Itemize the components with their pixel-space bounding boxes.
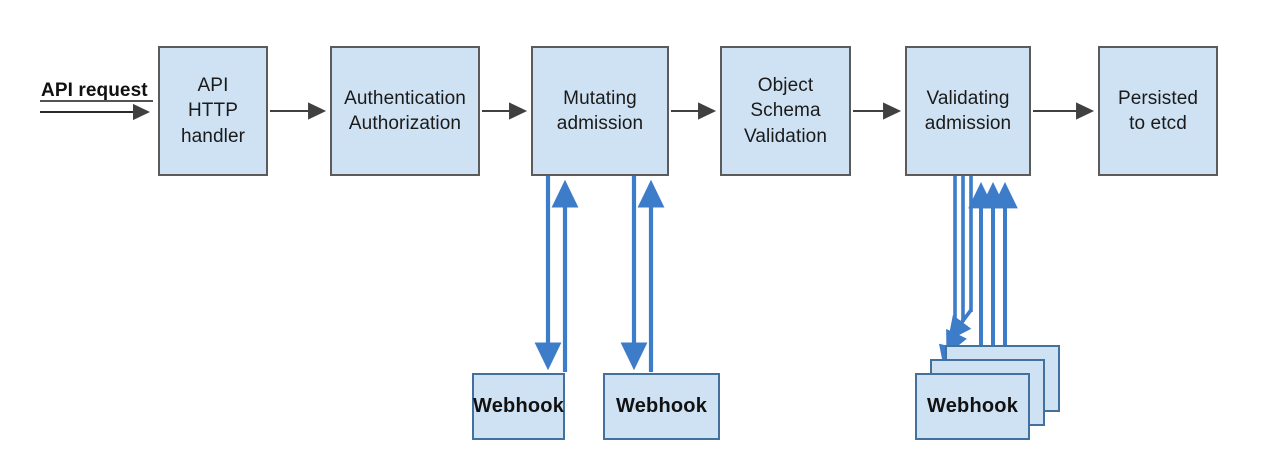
stage-label-api-http-handler: API HTTP handler: [180, 75, 246, 147]
stage-box-persisted-etcd[interactable]: Persisted to etcd: [1098, 46, 1218, 176]
connector-mutating-webhook-1: [534, 176, 579, 372]
connector-validating-calls: [938, 176, 973, 370]
webhook-box-mutating-1[interactable]: Webhook: [472, 373, 565, 440]
connector-validating-call-3-diag: [947, 308, 973, 341]
connector-entry-to-handler: [40, 100, 153, 121]
stage-label-validating-admission: Validating admission: [924, 87, 1012, 134]
stage-label-persisted-etcd: Persisted to etcd: [1117, 87, 1199, 134]
stage-box-mutating-admission[interactable]: Mutating admission: [531, 46, 669, 176]
stage-box-object-schema[interactable]: Object Schema Validation: [720, 46, 851, 176]
webhook-box-validating-front[interactable]: Webhook: [915, 373, 1030, 440]
stage-box-api-http-handler[interactable]: API HTTP handler: [158, 46, 268, 176]
stage-label-object-schema: Object Schema Validation: [743, 75, 828, 147]
webhook-label-mutating-1: Webhook: [472, 395, 565, 417]
webhook-box-mutating-2[interactable]: Webhook: [603, 373, 720, 440]
stage-box-authn-authz[interactable]: Authentication Authorization: [330, 46, 480, 176]
stage-box-validating-admission[interactable]: Validating admission: [905, 46, 1031, 176]
webhook-label-validating-front: Webhook: [926, 395, 1019, 417]
stage-label-authn-authz: Authentication Authorization: [344, 87, 466, 134]
webhook-label-mutating-2: Webhook: [615, 395, 708, 417]
stage-label-mutating-admission: Mutating admission: [556, 87, 644, 134]
connector-mutating-webhook-2: [620, 176, 665, 372]
entry-label: API request: [41, 80, 148, 101]
